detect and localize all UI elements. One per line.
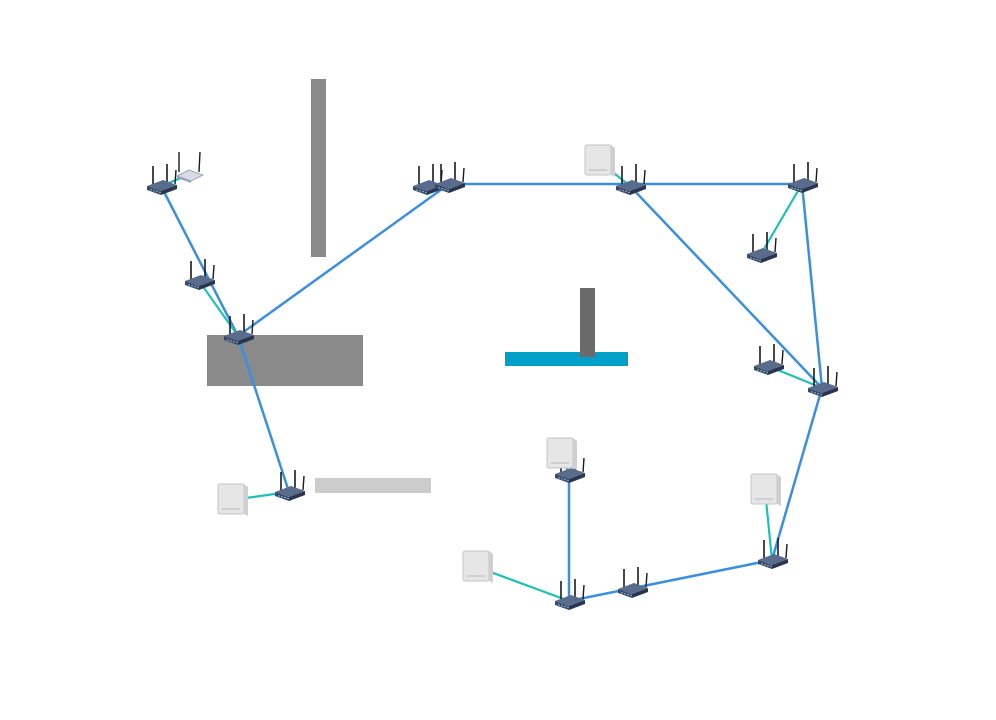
wireless-router-icon[interactable]: [808, 366, 838, 397]
backbone-link-r-right-mid-b-r-bottom-right: [770, 386, 824, 562]
backbone-link-r-top-right-b-r-right-mid-b: [800, 182, 824, 390]
wireless-router-icon[interactable]: [754, 344, 784, 375]
wireless-router-icon[interactable]: [185, 259, 215, 290]
backbone-link-r-left-hub-r-top-center-b: [236, 182, 451, 338]
backbone-link-r-top-left-r-left-hub: [159, 184, 240, 338]
backbone-link-r-left-hub-r-bottom-left: [236, 334, 291, 494]
wireless-router-icon[interactable]: [435, 162, 465, 193]
wall-strip-light: [315, 478, 431, 493]
wireless-router-icon[interactable]: [747, 232, 777, 263]
modem-icon[interactable]: [175, 151, 205, 183]
backbone-link-r-bottom-right-r-bottom-center-a: [567, 558, 774, 603]
nodes-layer: [147, 144, 838, 610]
wireless-router-icon[interactable]: [224, 314, 254, 345]
access-point-icon[interactable]: [546, 437, 577, 470]
wireless-router-icon[interactable]: [147, 164, 177, 195]
wireless-router-icon[interactable]: [555, 579, 585, 610]
walls-layer: [207, 79, 628, 493]
wall-block-left: [207, 335, 363, 386]
wireless-router-icon[interactable]: [618, 567, 648, 598]
wall-vertical-top: [311, 79, 326, 257]
access-point-icon[interactable]: [462, 550, 493, 583]
wall-vertical-center: [580, 288, 595, 357]
wall-blue-bar: [505, 352, 628, 366]
wireless-router-icon[interactable]: [413, 164, 443, 195]
access-point-icon[interactable]: [217, 483, 248, 516]
wireless-router-icon[interactable]: [788, 162, 818, 193]
backbone-link-r-top-right-a-r-right-mid-b: [628, 184, 824, 390]
links-layer: [159, 159, 824, 603]
wireless-router-icon[interactable]: [275, 470, 305, 501]
wireless-router-icon[interactable]: [758, 538, 788, 569]
client-link-r-top-right-b-r-right-upper: [759, 182, 804, 256]
client-link-r-left-mid-r-left-hub: [197, 279, 240, 338]
access-point-icon[interactable]: [750, 473, 781, 506]
wireless-router-icon[interactable]: [616, 164, 646, 195]
access-point-icon[interactable]: [584, 144, 615, 177]
